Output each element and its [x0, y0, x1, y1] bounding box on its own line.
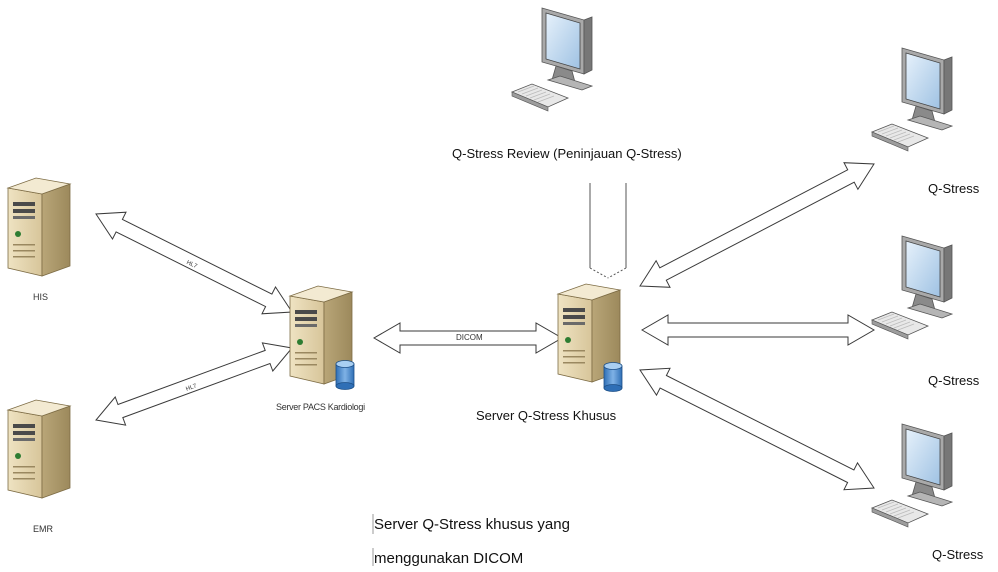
- connection-arrows: [95, 162, 876, 491]
- qstress-workstation-2-icon: [871, 235, 953, 340]
- review-workstation-icon: [511, 7, 593, 112]
- emr-server-icon: [7, 399, 71, 499]
- emr-label: EMR: [33, 524, 53, 534]
- qstress-ws3-arrow: [639, 367, 875, 491]
- review-to-server-arrow: [589, 183, 627, 279]
- qstress-workstation-3-icon: [871, 423, 953, 528]
- caption-line-2: menggunakan DICOM: [374, 550, 524, 567]
- qstress-server-label: Server Q-Stress Khusus: [476, 408, 617, 423]
- qstress-database-icon: [603, 362, 623, 392]
- qstress-workstation-1-icon: [871, 47, 953, 152]
- qstress-label-2: Q-Stress: [928, 373, 980, 388]
- review-label: Q-Stress Review (Peninjauan Q-Stress): [452, 146, 682, 161]
- his-label: HIS: [33, 292, 49, 302]
- dicom-label: DICOM: [456, 333, 483, 342]
- caption-line-1: Server Q-Stress khusus yang: [374, 516, 570, 533]
- pacs-database-icon: [335, 360, 355, 390]
- qstress-label-3: Q-Stress: [932, 547, 984, 562]
- qstress-ws1-arrow: [639, 162, 875, 288]
- his-server-icon: [7, 177, 71, 277]
- qstress-label-1: Q-Stress: [928, 181, 980, 196]
- pacs-label: Server PACS Kardiologi: [276, 402, 365, 412]
- qstress-ws2-arrow: [640, 314, 876, 346]
